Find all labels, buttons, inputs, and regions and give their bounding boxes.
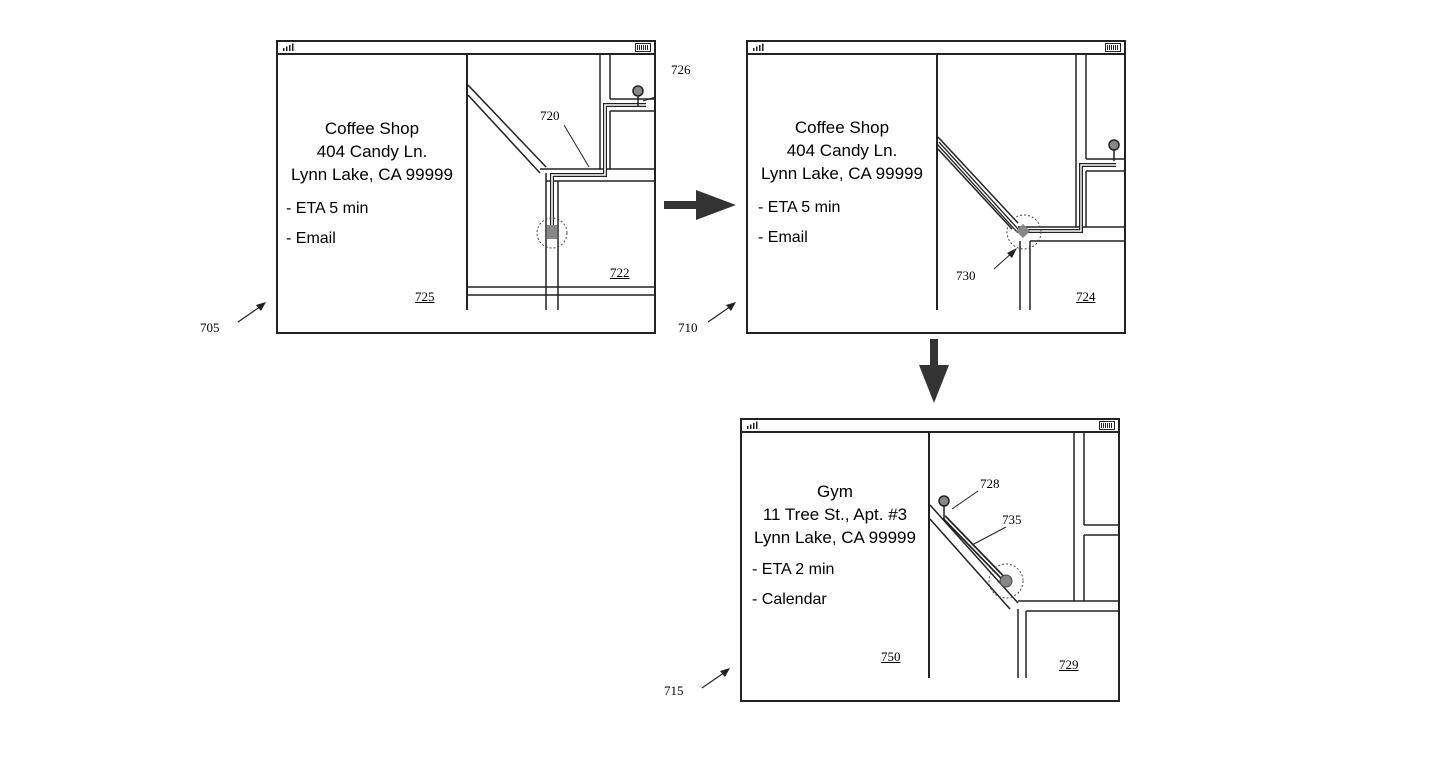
battery-icon	[635, 43, 651, 52]
location-pin-icon	[938, 495, 950, 519]
device-screen-710: Coffee Shop 404 Candy Ln. Lynn Lake, CA …	[746, 40, 1126, 334]
screen-ref-710: 710	[678, 320, 698, 335]
route-line	[550, 103, 646, 235]
location-ref: 730	[956, 268, 976, 283]
current-location-icon	[988, 563, 1024, 599]
eta-item: - ETA 5 min	[758, 199, 841, 216]
destination-info-panel: Gym 11 Tree St., Apt. #3 Lynn Lake, CA 9…	[742, 433, 930, 678]
route-line	[938, 141, 1116, 233]
leader-arrow-710	[707, 302, 736, 323]
current-location-icon	[1006, 214, 1042, 250]
map-graphic	[930, 433, 1118, 678]
screen-ref-715: 715	[664, 683, 684, 698]
destination-address-block: Gym 11 Tree St., Apt. #3 Lynn Lake, CA 9…	[742, 480, 928, 549]
address-line-1: 404 Candy Ln.	[786, 141, 898, 160]
arrow-right-icon	[664, 190, 736, 220]
map-view: 728 735 729	[930, 433, 1118, 678]
map-view: 730 724	[938, 55, 1124, 310]
source-item: - Calendar	[752, 591, 827, 608]
destination-address-block: Coffee Shop 404 Candy Ln. Lynn Lake, CA …	[748, 116, 936, 185]
detail-list: - ETA 5 min - Email	[758, 193, 840, 253]
device-screen-715: Gym 11 Tree St., Apt. #3 Lynn Lake, CA 9…	[740, 418, 1120, 702]
detail-list: - ETA 5 min - Email	[286, 194, 368, 254]
location-pin-icon	[632, 85, 644, 107]
eta-item: - ETA 5 min	[286, 200, 369, 217]
map-view: 720 722	[468, 55, 654, 310]
source-item: - Email	[286, 230, 336, 247]
place-name: Gym	[817, 482, 853, 501]
address-line-1: 11 Tree St., Apt. #3	[762, 505, 908, 524]
signal-icon	[753, 43, 764, 51]
location-pin-icon	[1108, 139, 1120, 161]
screen-ref-705: 705	[200, 320, 220, 335]
status-bar	[742, 420, 1118, 433]
destination-info-panel: Coffee Shop 404 Candy Ln. Lynn Lake, CA …	[748, 55, 938, 310]
eta-item: - ETA 2 min	[752, 561, 835, 578]
current-location-icon	[536, 217, 568, 249]
destination-info-panel: Coffee Shop 404 Candy Ln. Lynn Lake, CA …	[278, 55, 468, 310]
info-panel-ref: 725	[415, 289, 435, 304]
map-ref: 722	[610, 265, 630, 280]
map-ref: 724	[1076, 289, 1096, 304]
map-ref: 729	[1059, 657, 1079, 672]
address-line-2: Lynn Lake, CA 99999	[754, 528, 916, 547]
arrow-down-icon	[919, 339, 949, 403]
map-graphic	[938, 55, 1124, 310]
route-ref: 720	[540, 108, 560, 123]
leader-arrow-715	[701, 668, 730, 689]
battery-icon	[1105, 43, 1121, 52]
place-name: Coffee Shop	[794, 118, 890, 137]
source-item: - Email	[758, 229, 808, 246]
battery-icon	[1099, 421, 1115, 430]
route-ref: 735	[1002, 512, 1022, 527]
status-bar	[748, 42, 1124, 55]
detail-list: - ETA 2 min - Calendar	[752, 555, 834, 615]
address-line-2: Lynn Lake, CA 99999	[761, 164, 923, 183]
signal-icon	[283, 43, 294, 51]
address-line-1: 404 Candy Ln.	[316, 142, 428, 161]
destination-address-block: Coffee Shop 404 Candy Ln. Lynn Lake, CA …	[278, 117, 466, 186]
signal-icon	[747, 421, 758, 429]
pin-ref: 726	[671, 62, 691, 77]
place-name: Coffee Shop	[324, 119, 420, 138]
status-bar	[278, 42, 654, 55]
pin-ref: 728	[980, 476, 1000, 491]
address-line-2: Lynn Lake, CA 99999	[291, 165, 453, 184]
info-panel-ref: 750	[881, 649, 901, 664]
leader-arrow-705	[237, 302, 266, 323]
map-graphic	[468, 55, 654, 310]
device-screen-705: Coffee Shop 404 Candy Ln. Lynn Lake, CA …	[276, 40, 656, 334]
